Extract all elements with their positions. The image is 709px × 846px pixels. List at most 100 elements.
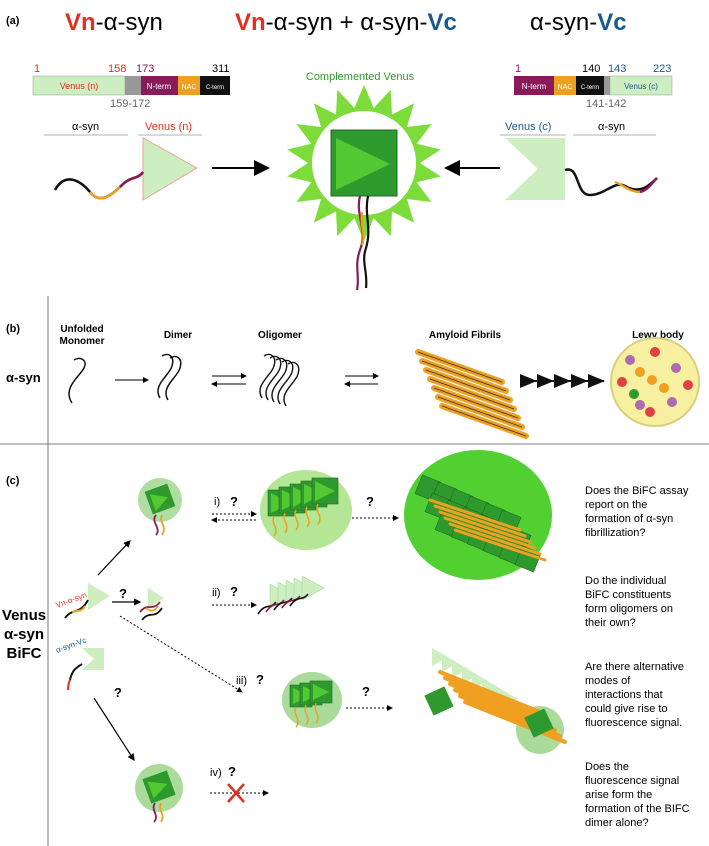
fibril-iii-strand [443, 676, 547, 720]
question-line: Does the BiFC assay [585, 485, 689, 497]
complemented-venus-triangle [336, 138, 390, 190]
stacked-vn-tail [257, 601, 277, 615]
arrow-to-route-iii [119, 615, 243, 693]
question-line: formation of α-syn [585, 513, 673, 525]
stage-lewy-body: Lewy body [632, 330, 684, 341]
route-iv-label: iv) [210, 767, 222, 779]
right-seg-nterm [514, 76, 554, 95]
route-i-label: i) [214, 496, 220, 508]
question-line: form oligomers on [585, 603, 673, 615]
title-mid-suffix: Vc [427, 9, 456, 36]
lewy-inclusion [647, 375, 657, 385]
left-seg-linker [125, 76, 141, 95]
right-construct-bar: N-term NAC C-term Venus (c) 141-142 [514, 75, 673, 110]
route-iii-oligomer [289, 680, 333, 728]
lewy-inclusion [671, 363, 681, 373]
stacked-vn-tail [265, 599, 285, 613]
left-n1: 1 [34, 63, 40, 75]
route-i-triangle [149, 494, 168, 512]
fibril-vn-triangle [432, 648, 448, 666]
stacked-tail [283, 512, 288, 534]
lewy-inclusion [635, 367, 645, 377]
stacked-tail [316, 503, 321, 525]
title-right-suffix: Vc [597, 9, 626, 36]
complemented-venus-label: Complemented Venus [306, 71, 415, 83]
fibril-strand-edge [437, 396, 523, 428]
route-ii-vn [148, 588, 164, 608]
right-venus-label: Venus (c) [505, 121, 551, 133]
title-left-suffix: -α-syn [96, 9, 163, 36]
route-i-oligomer [267, 477, 339, 537]
right-linker-label: 141-142 [586, 98, 626, 110]
arrow-chain-fibril-lewy [520, 374, 605, 388]
route-iv-tail-2 [159, 802, 164, 823]
left-seg-nac-label: NAC [182, 84, 197, 91]
q-start-ii: ? [119, 586, 127, 601]
question-line: could give rise to [585, 703, 668, 715]
q-route-ii: ? [230, 584, 238, 599]
right-n143: 143 [608, 63, 626, 75]
stacked-venus-triangle [313, 684, 329, 700]
lewy-inclusion [645, 407, 655, 417]
route-iv-cross [227, 783, 245, 803]
title-left-prefix: Vn [65, 9, 96, 36]
question-line: fluorescence signal [585, 775, 679, 787]
fibril-vn-triangle [462, 666, 478, 684]
right-seg-linker [604, 76, 610, 95]
q-start-iv: ? [114, 685, 122, 700]
oligomer-strands [259, 353, 300, 407]
asyn-nac-right [614, 180, 641, 194]
venus-n-triangle [142, 137, 199, 201]
right-n140: 140 [582, 63, 600, 75]
question-line: their own? [585, 617, 636, 629]
question-line: report on the [585, 499, 647, 511]
questions: Does the BiFC assay report on the formatio… [585, 485, 690, 829]
stacked-venus-triangle [315, 481, 335, 501]
title-asyn-vc: α-syn-Vc [530, 9, 627, 36]
q-route-i-fibril: ? [366, 494, 374, 509]
fibril-iii-venus-right [524, 708, 554, 738]
left-seg-cterm-label: C-term [206, 85, 224, 91]
right-construct-numbers: 1 140 143 223 [515, 63, 671, 75]
stacked-tail [294, 509, 299, 531]
left-construct-numbers: 1 158 173 311 [34, 63, 230, 75]
route-i-tail-1 [153, 514, 159, 536]
question-1: Does the BiFC assay report on the formatio… [585, 485, 689, 539]
asyn-nterm-left [119, 171, 144, 188]
asyn-tail-right [564, 168, 658, 197]
left-construct-bar: Venus (n) N-term NAC C-term 159-172 [32, 75, 230, 110]
left-asyn-label: α-syn [72, 121, 99, 133]
asyn-nterm-right [639, 177, 658, 194]
lewy-inclusion [659, 383, 669, 393]
fibril-strand-edge [425, 369, 511, 401]
center-tail-nac [360, 211, 365, 246]
right-seg-nac [554, 76, 576, 95]
left-seg-nterm [141, 76, 178, 95]
row-label-asyn: α-syn [6, 370, 41, 385]
stacked-tail [294, 706, 299, 728]
vc-small-notched [82, 648, 104, 670]
stage-amyloid-fibrils: Amyloid Fibrils [429, 330, 502, 341]
stage-dimer: Dimer [164, 330, 192, 341]
left-seg-cterm [200, 76, 230, 95]
title-right-prefix: α-syn- [530, 9, 597, 36]
route-i-fibril [414, 474, 547, 573]
panel-b-label: (b) [6, 323, 20, 335]
lewy-inclusion [625, 355, 635, 365]
left-n311: 311 [212, 63, 230, 75]
question-line: Are there alternative [585, 661, 684, 673]
left-seg-venus-label: Venus (n) [60, 81, 99, 91]
stacked-tail [272, 515, 277, 537]
vc-small-tail [69, 663, 83, 681]
left-n158: 158 [108, 63, 126, 75]
title-complex: Vn-α-syn + α-syn-Vc [235, 9, 457, 36]
panel-c-label: (c) [6, 475, 20, 487]
route-ii-tail-nac [145, 605, 159, 612]
lewy-inclusion [635, 400, 645, 410]
fibril-vn-triangle [442, 654, 458, 672]
title-mid-prefix: Vn [235, 9, 266, 36]
fibril-core-strand [438, 510, 532, 544]
panel-a-label: (a) [6, 15, 20, 27]
right-seg-venus-label: Venus (c) [624, 82, 658, 91]
